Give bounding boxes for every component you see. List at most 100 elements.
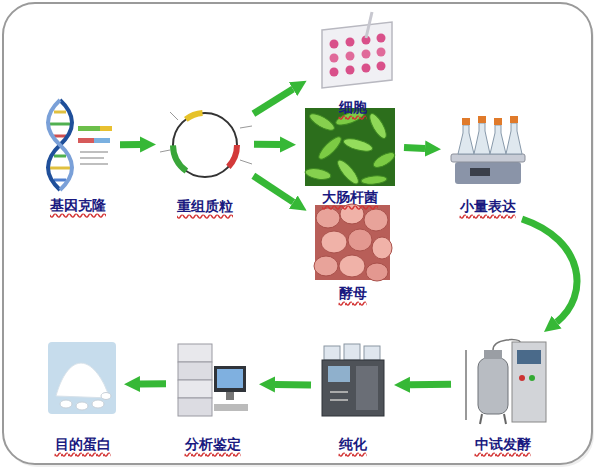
dna-helix — [100, 126, 112, 131]
shaker — [490, 125, 506, 154]
step-label: 小量表达 — [435, 197, 540, 215]
ecoli-photo — [304, 108, 397, 187]
process-step: 中试发酵 — [455, 336, 550, 453]
purification-system — [328, 366, 350, 382]
plasmid — [173, 113, 237, 177]
shaker — [455, 162, 521, 184]
shaker — [458, 125, 474, 154]
dna-helix — [48, 100, 72, 190]
step-label: 大肠杆菌 — [290, 188, 410, 206]
purification-system — [364, 346, 380, 360]
hplc-analyzer — [178, 380, 212, 398]
shaker — [494, 118, 502, 125]
plasmid — [240, 126, 252, 128]
ecoli-photo — [316, 134, 344, 162]
cell-plate — [346, 66, 355, 75]
flow-arrow — [404, 144, 425, 152]
process-step: 纯化 — [315, 340, 390, 453]
yeast-photo — [340, 204, 364, 224]
step-label: 基因克隆 — [30, 196, 126, 214]
cell-plate — [362, 64, 371, 73]
protein-product — [48, 342, 116, 414]
shaker — [474, 123, 490, 154]
shaker — [510, 116, 518, 123]
cell-plate — [362, 50, 371, 59]
flow-arrow — [522, 219, 577, 322]
purification-system — [344, 344, 360, 360]
dna-helix — [54, 135, 66, 138]
cell-plate — [322, 12, 392, 88]
flow-arrow — [275, 381, 311, 389]
cell-plate — [377, 34, 386, 43]
protein-product — [48, 342, 116, 414]
hplc-analyzer — [226, 392, 234, 400]
fermenter — [484, 350, 502, 359]
yeast-photo — [314, 256, 338, 276]
step-label: 分析鉴定 — [160, 435, 265, 453]
yeast-photo — [339, 255, 365, 277]
flow-arrow — [253, 176, 293, 202]
process-step: 分析鉴定 — [170, 336, 255, 453]
dna-helix — [80, 151, 108, 153]
cell-plate — [377, 48, 386, 57]
protein-product — [60, 400, 72, 408]
shaker — [451, 154, 525, 162]
shaker — [451, 116, 525, 184]
process-step: 小量表达 — [445, 110, 530, 215]
cell-plate — [330, 68, 339, 77]
dna-helix — [78, 126, 100, 131]
yeast-photo — [372, 237, 392, 259]
dna-helix — [94, 138, 110, 143]
process-step: 细胞 — [310, 10, 395, 116]
hplc-analyzer — [214, 366, 246, 392]
plasmid — [173, 113, 237, 177]
dna-helix — [80, 157, 104, 159]
flow-arrow — [140, 380, 166, 387]
process-step: 酵母 — [310, 202, 395, 302]
cell-plate — [330, 40, 339, 49]
protein-product — [92, 400, 104, 408]
cell-plate — [377, 62, 386, 71]
cell-plate — [346, 38, 355, 47]
ecoli-photo — [307, 111, 336, 134]
dna-helix — [48, 100, 72, 190]
dna-helix — [80, 163, 108, 165]
flow-arrow — [120, 141, 140, 148]
yeast-photo — [314, 204, 392, 281]
dna-helix — [54, 155, 66, 158]
purification-system — [322, 344, 384, 416]
dna-helix — [54, 111, 66, 114]
process-step: 重组质粒 — [160, 95, 250, 215]
purification-system — [322, 360, 384, 416]
plasmid — [170, 112, 178, 120]
plasmid — [173, 113, 237, 177]
process-step: 目的蛋白 — [45, 338, 120, 453]
yeast-photo — [348, 229, 372, 251]
plasmid — [173, 113, 237, 177]
process-step: 基因克隆 — [40, 98, 116, 214]
fermenter — [519, 375, 525, 381]
cell-plate — [322, 22, 392, 88]
protein-product — [101, 393, 111, 400]
fermenter — [465, 350, 467, 420]
flow-arrow — [253, 89, 293, 114]
ecoli-photo — [361, 175, 388, 185]
shaker — [506, 123, 522, 154]
shaker — [478, 116, 486, 123]
ecoli-photo — [342, 136, 374, 153]
purification-system — [324, 346, 340, 360]
hplc-analyzer — [178, 398, 212, 416]
flow-arrow — [254, 141, 280, 148]
dna-helix — [78, 138, 94, 143]
shaker — [462, 118, 470, 125]
protein-product — [56, 363, 110, 398]
fermenter — [512, 342, 546, 422]
hplc-analyzer — [214, 404, 248, 411]
fermenter — [517, 350, 541, 364]
plasmid — [240, 160, 252, 164]
fermenter — [466, 340, 546, 424]
fermenter — [504, 414, 506, 424]
frame — [3, 3, 592, 464]
